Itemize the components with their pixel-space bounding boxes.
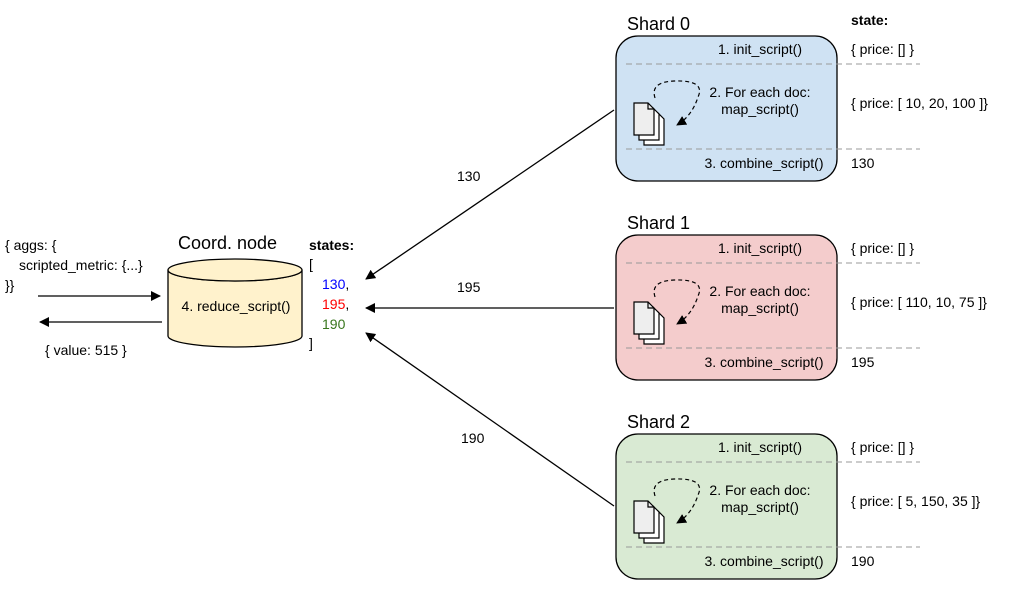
response-text: { value: 515 }: [45, 342, 127, 358]
map-loop-arrow: [653, 80, 701, 126]
state-map: { price: [ 10, 20, 100 ]}: [851, 95, 988, 111]
state-entry-0: 130,: [322, 276, 349, 292]
state-value-2: 190: [322, 316, 346, 332]
map-loop-arrow: [653, 279, 701, 325]
init-script-label: 1. init_script(): [718, 240, 802, 256]
shard-1-arrow-label: 195: [457, 279, 481, 295]
map-script-label: map_script(): [721, 300, 799, 316]
state-result: 190: [851, 553, 875, 569]
request-line-3: }}: [5, 277, 15, 293]
shard-0-arrow-label: 130: [457, 168, 481, 184]
state-init: { price: [] }: [851, 41, 914, 57]
state-init: { price: [] }: [851, 240, 914, 256]
shard-title: Shard 1: [627, 213, 690, 233]
shard-0: Shard 0 1. init_script() 2. For each doc…: [615, 14, 988, 182]
reduce-script-label: 4. reduce_script(): [182, 298, 291, 314]
state-result: 130: [851, 155, 875, 171]
state-sep-0: ,: [345, 276, 349, 292]
states-close-bracket: ]: [309, 335, 313, 351]
request-line-2: scripted_metric: {...}: [19, 257, 143, 273]
state-map: { price: [ 110, 10, 75 ]}: [851, 294, 987, 310]
coord-states: states: [ 130, 195, 190 ]: [309, 237, 354, 351]
coord-node-title: Coord. node: [178, 233, 277, 253]
shard-title: Shard 0: [627, 14, 690, 34]
shard-2: Shard 2 1. init_script() 2. For each doc…: [615, 412, 981, 580]
combine-script-label: 3. combine_script(): [704, 155, 823, 171]
shard-1: Shard 1 1. init_script() 2. For each doc…: [615, 213, 987, 381]
client-request: { aggs: { scripted_metric: {...} }}: [5, 237, 143, 293]
coord-node-cylinder: [167, 258, 303, 348]
state-header: state:: [851, 12, 888, 28]
combine-script-label: 3. combine_script(): [704, 553, 823, 569]
shard-0-arrow: [365, 109, 615, 280]
state-result: 195: [851, 354, 875, 370]
state-entry-1: 195,: [322, 296, 349, 312]
map-script-label: map_script(): [721, 101, 799, 117]
map-script-label: map_script(): [721, 499, 799, 515]
map-loop-arrow: [653, 478, 701, 524]
map-step-label: 2. For each doc:: [709, 84, 810, 100]
state-map: { price: [ 5, 150, 35 ]}: [851, 493, 981, 509]
init-script-label: 1. init_script(): [718, 41, 802, 57]
state-value-1: 195: [322, 296, 346, 312]
shard-box: [615, 35, 838, 182]
shard-2-arrow: [365, 332, 615, 507]
map-step-label: 2. For each doc:: [709, 283, 810, 299]
request-line-1: { aggs: {: [5, 237, 57, 253]
shard-2-arrow-label: 190: [461, 430, 485, 446]
state-entry-2: 190: [322, 316, 346, 332]
state-sep-1: ,: [345, 296, 349, 312]
states-open-bracket: [: [309, 256, 313, 272]
shard-box: [615, 433, 838, 580]
shard-box: [615, 234, 838, 381]
init-script-label: 1. init_script(): [718, 439, 802, 455]
map-step-label: 2. For each doc:: [709, 482, 810, 498]
combine-script-label: 3. combine_script(): [704, 354, 823, 370]
shard-title: Shard 2: [627, 412, 690, 432]
state-value-0: 130: [322, 276, 346, 292]
states-title: states:: [309, 237, 354, 253]
state-init: { price: [] }: [851, 439, 914, 455]
